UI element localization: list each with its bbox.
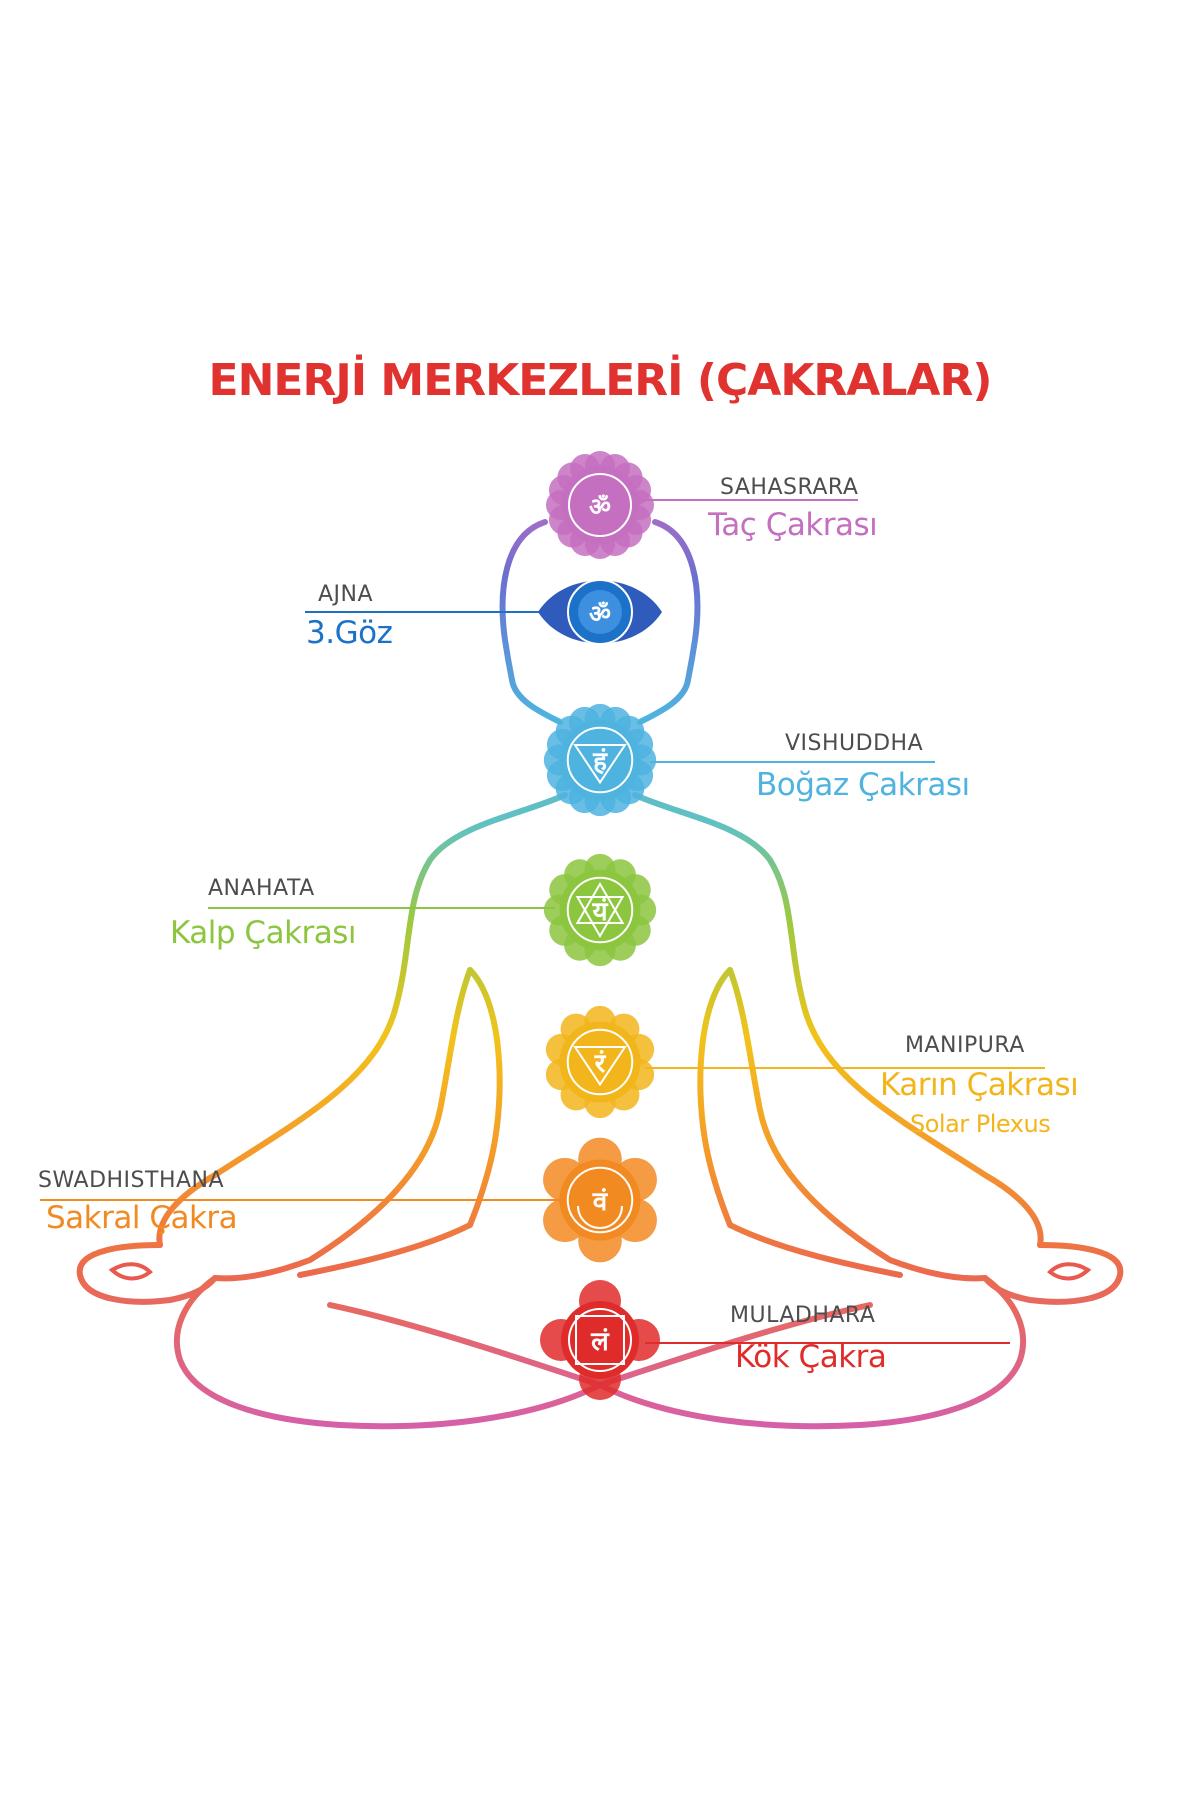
third-eye-sanskrit-label: AJNA [318,582,374,607]
hand-mudra-right [1047,1262,1092,1281]
third-eye-name-label: 3.Göz [306,615,393,651]
body-outline [76,519,1124,1430]
crown-sanskrit-label: SAHASRARA [720,475,859,500]
svg-text:ॐ: ॐ [589,492,611,521]
crown-chakra-icon: ॐ [546,451,654,559]
root-chakra-icon: लं [540,1280,660,1400]
hand-mudra-left [108,1262,153,1281]
root-sanskrit-label: MULADHARA [730,1303,876,1328]
throat-chakra-icon: हं [543,703,657,817]
solar-sanskrit-label: MANIPURA [905,1033,1025,1058]
third-eye-chakra-icon: ॐ [538,579,662,645]
heart-chakra-icon: यं [543,853,657,967]
svg-text:रं: रं [594,1049,607,1079]
svg-text:ॐ: ॐ [589,599,611,628]
heart-name-label: Kalp Çakrası [170,915,357,951]
sacral-chakra-icon: वं [543,1137,657,1263]
svg-text:हं: हं [592,747,608,777]
diagram-title: ENERJİ MERKEZLERİ (ÇAKRALAR) [208,355,993,406]
solar-subtitle-label: Solar Plexus [910,1110,1051,1138]
sacral-name-label: Sakral Çakra [46,1200,238,1236]
throat-sanskrit-label: VISHUDDHA [785,731,924,756]
svg-text:यं: यं [591,897,608,927]
solar-chakra-icon: रं [545,1005,655,1119]
crown-name-label: Taç Çakrası [708,507,878,543]
svg-text:लं: लं [590,1327,610,1357]
svg-text:वं: वं [592,1187,609,1217]
throat-name-label: Boğaz Çakrası [756,767,970,803]
solar-name-label: Karın Çakrası [880,1067,1079,1103]
root-name-label: Kök Çakra [735,1339,887,1375]
sacral-sanskrit-label: SWADHISTHANA [38,1168,225,1193]
heart-sanskrit-label: ANAHATA [208,876,315,901]
